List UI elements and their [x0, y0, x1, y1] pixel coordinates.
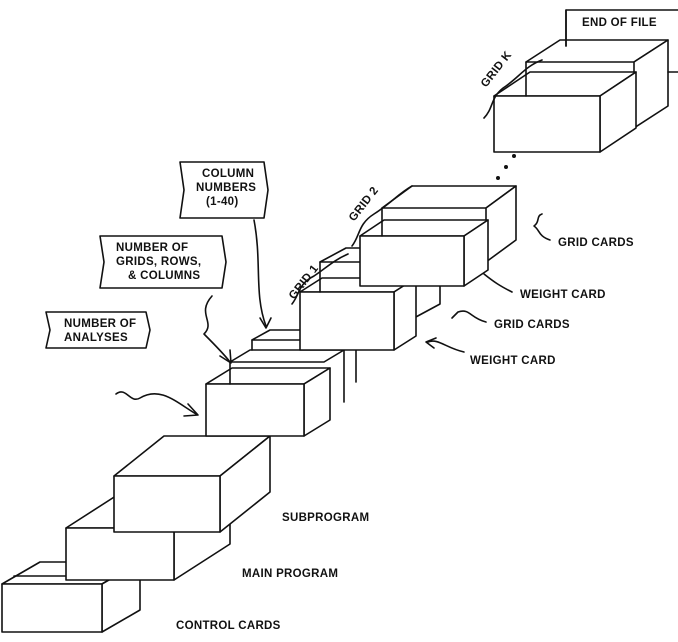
- ellipsis-dot: [496, 176, 500, 180]
- grid-cards-upper-label: GRID CARDS: [558, 237, 634, 249]
- control-cards-label: CONTROL CARDS: [176, 620, 281, 632]
- ellipsis-dot: [504, 165, 508, 169]
- svg-text:& COLUMNS: & COLUMNS: [128, 270, 200, 282]
- number-of-analyses-callout: NUMBER OF ANALYSES: [46, 312, 150, 348]
- grids-rows-columns-callout: NUMBER OF GRIDS, ROWS, & COLUMNS: [100, 236, 226, 288]
- grid-2-label: GRID 2: [347, 185, 381, 224]
- svg-text:COLUMN: COLUMN: [202, 168, 254, 180]
- weight-card-upper-label: WEIGHT CARD: [520, 289, 606, 301]
- column-numbers-leader-arrow: [254, 220, 266, 326]
- weight-card-upper-arrow: [484, 274, 512, 292]
- svg-text:ANALYSES: ANALYSES: [64, 332, 128, 344]
- svg-text:(1-40): (1-40): [206, 196, 238, 208]
- svg-text:NUMBERS: NUMBERS: [196, 182, 256, 194]
- subprogram-block: [114, 436, 270, 532]
- analyses-leader-arrow: [116, 392, 196, 414]
- svg-text:GRIDS, ROWS,: GRIDS, ROWS,: [116, 256, 201, 268]
- analyses-card: [206, 368, 330, 436]
- weight-card-lower-label: WEIGHT CARD: [470, 355, 556, 367]
- weight-card-lower-arrow: [428, 341, 464, 352]
- grid-k-stack: [494, 40, 678, 152]
- grid-2-stack: [360, 186, 516, 286]
- subprogram-label: SUBPROGRAM: [282, 512, 369, 524]
- grids-leader-arrow: [204, 296, 230, 362]
- svg-text:NUMBER OF: NUMBER OF: [116, 242, 188, 254]
- column-numbers-callout: COLUMN NUMBERS (1-40): [180, 162, 268, 218]
- main-program-label: MAIN PROGRAM: [242, 568, 338, 580]
- svg-text:NUMBER OF: NUMBER OF: [64, 318, 136, 330]
- grid-cards-lower-arrow: [452, 311, 486, 322]
- grid-cards-upper-arrow: [534, 214, 550, 240]
- end-of-file-label: END OF FILE: [582, 17, 657, 29]
- grid-cards-lower-label: GRID CARDS: [494, 319, 570, 331]
- ellipsis-dot: [512, 154, 516, 158]
